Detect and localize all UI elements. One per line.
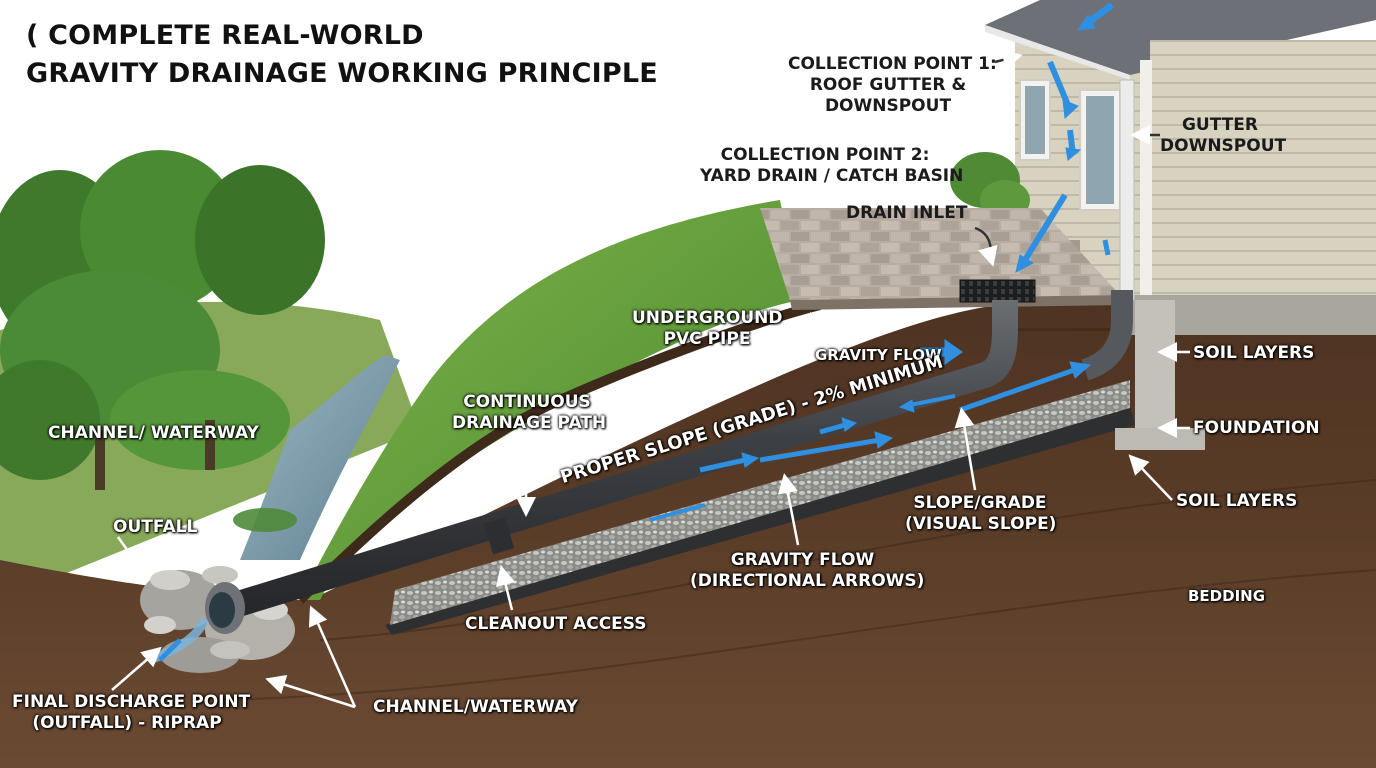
continuous-path-line-2: DRAINAGE PATH <box>452 413 607 433</box>
gravity-flow-arrows-label: GRAVITY FLOW (DIRECTIONAL ARROWS) <box>690 550 925 592</box>
collection-point-1-line-1: COLLECTION POINT 1: <box>788 54 997 74</box>
continuous-path-line-1: CONTINUOUS <box>463 392 591 412</box>
soil-layer-line <box>319 479 1376 641</box>
gutter-downspout-line-1: GUTTER <box>1181 115 1259 135</box>
collection-point-1-line-2: ROOF GUTTER & <box>809 75 967 95</box>
gravity-flow-top-label: GRAVITY FLOW <box>815 346 942 364</box>
slope-grade-label: SLOPE/GRADE (VISUAL SLOPE) <box>905 493 1057 535</box>
tree-cluster <box>0 150 325 490</box>
slope-grade-line-2: (VISUAL SLOPE) <box>905 514 1057 534</box>
title-line-2: GRAVITY DRAINAGE WORKING PRINCIPLE <box>26 58 658 89</box>
riprap-rocks <box>140 566 295 673</box>
final-discharge-line-2: (OUTFALL) - RIPRAP <box>32 713 222 733</box>
gutter-downspout-line-2: DOWNSPOUT <box>1160 136 1287 156</box>
collection-point-1-label: COLLECTION POINT 1: ROOF GUTTER & DOWNSP… <box>788 54 997 117</box>
patio-edge <box>790 295 1125 310</box>
geotextile-base <box>385 405 1135 635</box>
channel-waterway-left-label: CHANNEL/ WATERWAY <box>48 423 259 443</box>
gravel-bedding <box>390 380 1130 625</box>
bedding-label: BEDDING <box>1188 587 1266 605</box>
gravity-flow-arrows-line-1: GRAVITY FLOW <box>730 550 875 570</box>
gutter-downspout-label: GUTTER DOWNSPOUT <box>1160 115 1287 157</box>
title-line-1: ( COMPLETE REAL-WORLD <box>26 20 424 51</box>
final-discharge-line-1: FINAL DISCHARGE POINT <box>12 692 251 712</box>
foundation-label: FOUNDATION <box>1193 418 1320 438</box>
collection-point-2-line-1: COLLECTION POINT 2: <box>720 145 930 165</box>
outfall-label: OUTFALL <box>113 517 198 537</box>
drain-inlet-label: DRAIN INLET <box>846 203 968 223</box>
collection-point-2-line-2: YARD DRAIN / CATCH BASIN <box>700 166 964 186</box>
collection-point-1-line-3: DOWNSPOUT <box>824 96 952 116</box>
underground-pipe-line-1: UNDERGROUND <box>632 308 783 328</box>
channel-waterway-bottom-label: CHANNEL/WATERWAY <box>373 697 578 717</box>
final-discharge-label: FINAL DISCHARGE POINT (OUTFALL) - RIPRAP <box>12 692 251 734</box>
continuous-drainage-path-label: CONTINUOUS DRAINAGE PATH <box>452 392 607 434</box>
underground-pipe-line-2: PVC PIPE <box>663 329 751 349</box>
discharge-arrow <box>158 638 182 662</box>
underground-pipe-label: UNDERGROUND PVC PIPE <box>632 308 783 350</box>
cleanout-access-label: CLEANOUT ACCESS <box>465 614 647 634</box>
pointer-arrows <box>111 50 1190 709</box>
paver-patio <box>760 208 1120 300</box>
house <box>985 0 1376 450</box>
hill-soil-edge <box>296 300 822 604</box>
catch-basin-grate <box>959 279 1036 303</box>
slope-grade-line-1: SLOPE/GRADE <box>913 493 1047 513</box>
lily-pads <box>233 508 297 532</box>
flow-arrow-group <box>649 2 1115 522</box>
soil-layers-bottom-label: SOIL LAYERS <box>1176 491 1298 511</box>
soil-layers-top-label: SOIL LAYERS <box>1193 343 1315 363</box>
soil-layer-line <box>219 569 1376 701</box>
gravity-flow-arrows-line-2: (DIRECTIONAL ARROWS) <box>690 571 925 591</box>
pvc-pipe <box>205 290 1133 634</box>
collection-point-2-label: COLLECTION POINT 2: YARD DRAIN / CATCH B… <box>700 145 964 187</box>
stream-water <box>240 355 400 560</box>
